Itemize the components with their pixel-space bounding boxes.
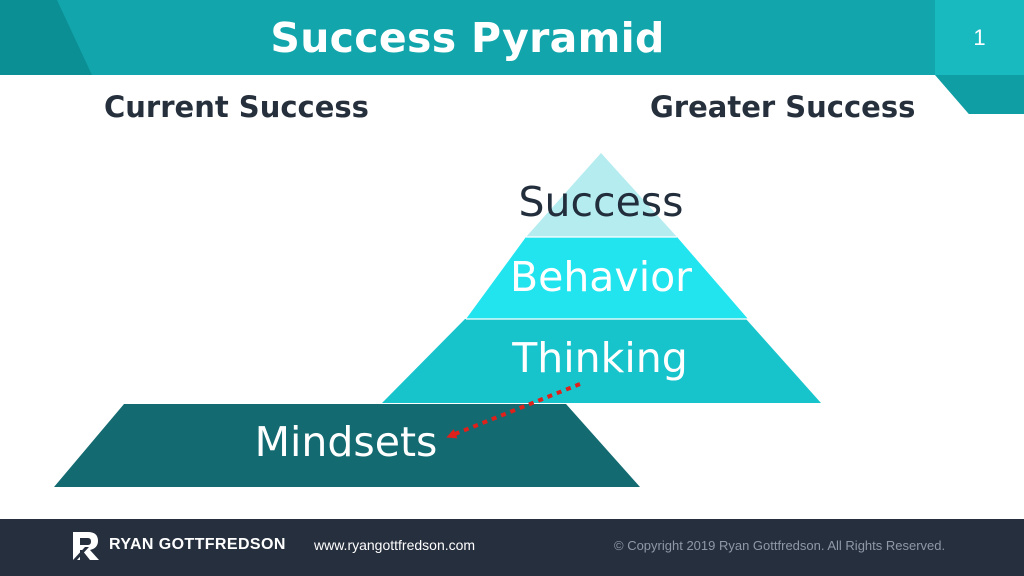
current-success-heading: Current Success	[104, 90, 369, 124]
header-band	[0, 0, 935, 75]
success-label: Success	[518, 178, 684, 226]
footer-bar	[0, 519, 1024, 576]
greater-success-heading: Greater Success	[650, 90, 916, 124]
thinking-tier	[382, 319, 821, 403]
brand-name: RYAN GOTTFREDSON	[109, 536, 286, 553]
rg-logo-icon	[73, 532, 99, 560]
mindsets-label: Mindsets	[254, 418, 438, 466]
behavior-tier	[466, 237, 748, 319]
thinking-label: Thinking	[512, 334, 688, 382]
success-tier	[526, 153, 677, 237]
page-number: 1	[973, 24, 986, 50]
behavior-label: Behavior	[509, 253, 693, 301]
dotted-arrow	[446, 382, 581, 439]
website-link[interactable]: www.ryangottfredson.com	[314, 537, 476, 553]
copyright-text: © Copyright 2019 Ryan Gottfredson. All R…	[614, 538, 946, 553]
page-number-box	[935, 0, 1024, 75]
slide-title: Success Pyramid	[270, 13, 665, 62]
mindsets-base	[54, 404, 640, 487]
